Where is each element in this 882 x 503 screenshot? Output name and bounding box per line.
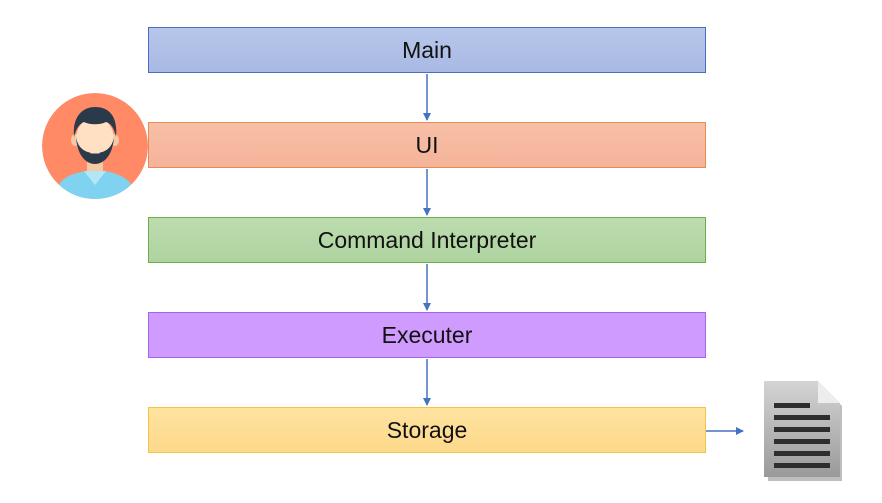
- layer-ui-label: UI: [415, 131, 439, 158]
- layer-main: Main: [148, 27, 706, 73]
- layer-executer-label: Executer: [381, 321, 473, 348]
- layer-executer: Executer: [148, 312, 706, 358]
- layer-storage-label: Storage: [386, 416, 468, 443]
- layer-main-label: Main: [402, 36, 452, 63]
- user-avatar-icon: [42, 93, 148, 199]
- layer-ui: UI: [148, 122, 706, 168]
- document-icon: [764, 381, 842, 481]
- layer-command-interpreter-label: Command Interpreter: [317, 226, 537, 253]
- layer-command-interpreter: Command Interpreter: [148, 217, 706, 263]
- layer-storage: Storage: [148, 407, 706, 453]
